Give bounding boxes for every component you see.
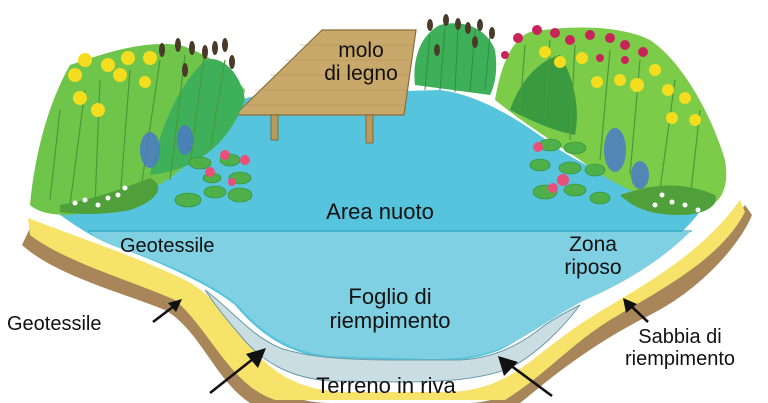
- label-sabbia-line2: riempimento: [624, 347, 736, 370]
- label-foglio-line1: Foglio di: [348, 284, 432, 309]
- label-area-nuoto: Area nuoto: [326, 199, 434, 224]
- label-zona-line2: riposo: [564, 255, 622, 279]
- label-zona-riposo: Zona riposo: [548, 233, 638, 279]
- water-lilies-right: [529, 138, 611, 205]
- white-flowers-right: [652, 192, 701, 213]
- sand-layer: [28, 200, 745, 400]
- label-terreno-in-riva: Terreno in riva: [316, 373, 456, 398]
- arrow-sabbia: [629, 304, 649, 323]
- label-molo-line2: di legno: [324, 61, 398, 85]
- label-molo-di-legno: molo di legno: [300, 39, 422, 85]
- left-plant-bank: [30, 38, 245, 215]
- yellow-irises-left: [68, 51, 157, 117]
- arrows: [152, 298, 649, 398]
- label-molo-line1: molo: [338, 39, 384, 62]
- yellow-irises-right: [539, 46, 701, 126]
- right-plant-bank: [495, 25, 727, 215]
- cattails-left: [159, 38, 235, 77]
- label-geotessile-inner: Geotessile: [120, 235, 215, 257]
- red-flowers-right: [501, 25, 648, 64]
- water-lilies-left: [174, 150, 253, 208]
- blue-marsh-plants-right: [604, 128, 649, 189]
- blue-marsh-plants-left: [140, 125, 193, 168]
- label-sabbia-line1: Sabbia di: [638, 326, 722, 348]
- label-foglio-line2: riempimento: [329, 307, 451, 333]
- label-sabbia-di-riempimento: Sabbia di riempimento: [592, 326, 768, 370]
- label-foglio-di-riempimento: Foglio di riempimento: [300, 285, 480, 333]
- deep-water: [90, 232, 690, 360]
- liner-sheet: [204, 289, 581, 383]
- arrow-liner-left: [209, 353, 259, 395]
- earth-bank: [22, 205, 752, 403]
- label-zona-line1: Zona: [569, 233, 617, 256]
- arrow-liner-right: [505, 360, 553, 398]
- label-geotessile-outer: Geotessile: [7, 313, 102, 335]
- white-flowers-left: [72, 185, 128, 208]
- cattail-clump-middle: [414, 14, 497, 96]
- wooden-pier: [233, 29, 417, 144]
